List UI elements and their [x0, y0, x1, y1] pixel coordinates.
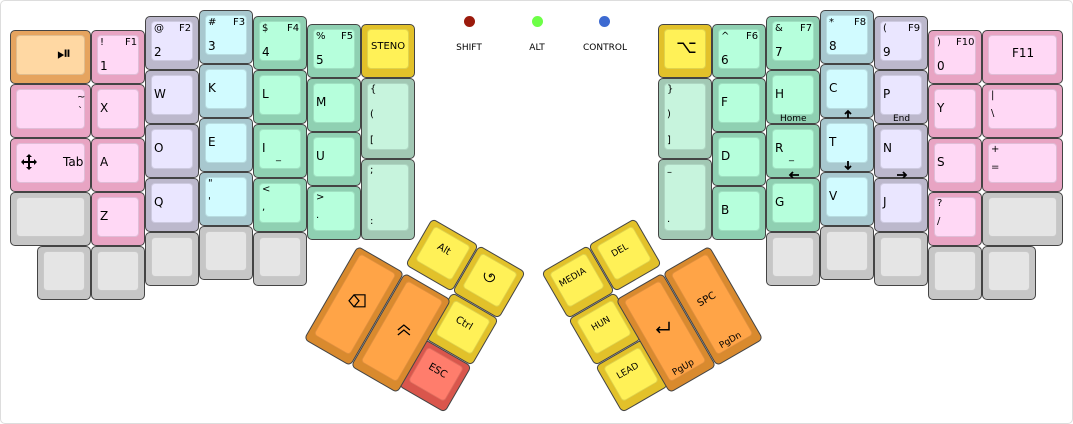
- key-period[interactable]: > .: [307, 186, 361, 240]
- key-blank-r4[interactable]: [982, 192, 1063, 246]
- key-blank-l3[interactable]: [145, 232, 199, 286]
- key-s[interactable]: S: [928, 138, 982, 192]
- play-pause-icon: ⏯: [57, 43, 72, 64]
- key-blank-l5[interactable]: [253, 232, 307, 286]
- key-blank-r1[interactable]: [820, 226, 874, 280]
- key-blank-l2[interactable]: [91, 246, 145, 300]
- key-semicolon[interactable]: ; :: [361, 159, 415, 240]
- key-v[interactable]: V: [820, 172, 874, 226]
- control-indicator-dot: [599, 16, 610, 27]
- key-9[interactable]: ( F9 9: [874, 16, 928, 70]
- shift-indicator-dot: [464, 16, 475, 27]
- key-6[interactable]: ^ F6 6: [712, 24, 766, 78]
- key-e[interactable]: E: [199, 118, 253, 172]
- key-slash[interactable]: ? /: [928, 192, 982, 246]
- key-comma[interactable]: < ,: [253, 178, 307, 232]
- key-equals[interactable]: + =: [982, 138, 1063, 192]
- key-c[interactable]: C: [820, 64, 874, 119]
- backspace-icon: [348, 294, 366, 308]
- alt-legend-label: ALT: [529, 43, 545, 53]
- key-blank-l1[interactable]: [37, 246, 91, 300]
- key-r[interactable]: R _: [766, 124, 820, 179]
- key-tab[interactable]: Tab: [10, 138, 91, 192]
- key-tilde[interactable]: ~ `: [10, 84, 91, 138]
- spiral-icon: [483, 272, 496, 283]
- key-blank-r3[interactable]: [928, 246, 982, 300]
- key-j[interactable]: J: [874, 178, 928, 232]
- key-m[interactable]: M: [307, 78, 361, 132]
- key-spiral[interactable]: [452, 245, 526, 319]
- key-enter[interactable]: PgUp: [615, 272, 717, 394]
- key-l[interactable]: L: [253, 70, 307, 124]
- key-play-pause[interactable]: ⏯: [10, 30, 91, 84]
- arrow-down-icon: [844, 161, 852, 171]
- key-d[interactable]: D: [712, 132, 766, 186]
- key-y[interactable]: Y: [928, 84, 982, 138]
- key-8[interactable]: * F8 8: [820, 10, 874, 64]
- key-thumb-left-inner[interactable]: [350, 272, 452, 394]
- key-o[interactable]: O: [145, 124, 199, 178]
- key-b[interactable]: B: [712, 186, 766, 240]
- key-0[interactable]: ) F10 0: [928, 30, 982, 84]
- option-icon: ⌥: [676, 37, 697, 58]
- key-thumb-left-outer[interactable]: [303, 245, 405, 367]
- key-backslash[interactable]: | \: [982, 84, 1063, 138]
- control-legend-label: CONTROL: [583, 43, 627, 53]
- key-blank-l4[interactable]: [199, 226, 253, 280]
- key-blank-l0[interactable]: [10, 192, 91, 246]
- key-quote[interactable]: " ': [199, 172, 253, 226]
- key-h[interactable]: H Home: [766, 70, 820, 124]
- key-alt-symbol[interactable]: ⌥: [658, 24, 712, 78]
- enter-icon: [655, 321, 670, 334]
- key-blank-r0[interactable]: [766, 232, 820, 286]
- key-brackets-open[interactable]: { ( [: [361, 78, 415, 159]
- key-dash[interactable]: – .: [658, 159, 712, 240]
- key-u[interactable]: U: [307, 132, 361, 186]
- shift-legend-label: SHIFT: [456, 43, 482, 53]
- key-f11[interactable]: F11: [982, 30, 1063, 84]
- key-5[interactable]: % F5 5: [307, 24, 361, 78]
- key-t[interactable]: T: [820, 118, 874, 172]
- key-2[interactable]: @ F2 2: [145, 16, 199, 70]
- key-7[interactable]: & F7 7: [766, 16, 820, 70]
- key-1[interactable]: ! F1 1: [91, 30, 145, 84]
- key-k[interactable]: K: [199, 64, 253, 118]
- key-x[interactable]: X: [91, 84, 145, 138]
- key-w[interactable]: W: [145, 70, 199, 124]
- key-p[interactable]: P End: [874, 70, 928, 124]
- key-a[interactable]: A: [91, 138, 145, 192]
- arrow-left-icon: [788, 171, 799, 179]
- alt-indicator-dot: [532, 16, 543, 27]
- arrow-right-icon: [897, 171, 908, 179]
- key-blank-r2[interactable]: [874, 232, 928, 286]
- arrow-up-icon: [844, 109, 852, 119]
- key-g[interactable]: G: [766, 178, 820, 232]
- key-4[interactable]: $ F4 4: [253, 16, 307, 70]
- move-arrows-icon: [21, 154, 37, 170]
- shift-up-icon: [397, 324, 411, 336]
- key-i[interactable]: I _: [253, 124, 307, 178]
- key-steno[interactable]: STENO: [361, 24, 415, 78]
- key-n[interactable]: N: [874, 124, 928, 179]
- key-z[interactable]: Z: [91, 192, 145, 246]
- key-q[interactable]: Q: [145, 178, 199, 232]
- key-blank-r5[interactable]: [982, 246, 1036, 300]
- key-3[interactable]: # F3 3: [199, 10, 253, 64]
- key-f[interactable]: F: [712, 78, 766, 132]
- key-brackets-close[interactable]: } ) ]: [658, 78, 712, 159]
